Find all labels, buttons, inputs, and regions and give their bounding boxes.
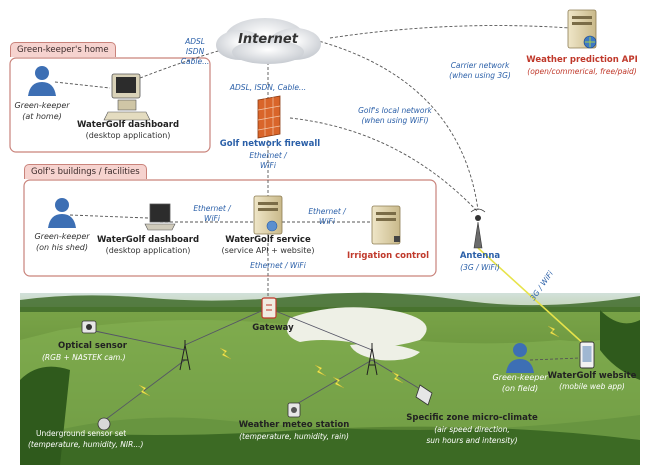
home-keeper-sub: (at home) [22,112,62,121]
wireless-bolt-icon [138,325,560,397]
sensor-icon [415,384,433,406]
server-icon [371,205,401,245]
person-icon [506,343,534,373]
gateway-link-label: Ethernet / WiFi [250,261,306,270]
person-icon [48,198,76,228]
home-panel-title: Green-keeper's home [10,42,116,57]
meteo-station-title: Weather meteo station [238,420,350,430]
firewall-title: Golf network firewall [219,139,321,149]
micro-climate-sub1: (air speed direction, [434,425,510,434]
sensor-icon [81,320,97,334]
optical-sensor-title: Optical sensor [58,341,127,351]
smartphone-icon [579,341,595,369]
internet-label: Internet [238,32,298,47]
radio-tower-icon [179,340,191,371]
buildings-panel [23,179,437,277]
server-icon [253,195,283,235]
underground-sensor-line2: (temperature, humidity, NIR...) [28,440,144,449]
field-links [89,307,426,421]
shed-dashboard-sub: (desktop application) [105,246,191,255]
sensor-icon [97,417,111,431]
firewall-sub2: WiFi [260,161,276,170]
home-dashboard-title: WaterGolf dashboard [76,120,180,130]
shed-keeper-name: Green-keeper [34,232,90,241]
carrier-network-line2: (when using 3G) [449,71,511,80]
antenna-icon [470,208,486,249]
home-link-isdn: ISDN [185,47,205,56]
firewall-link-label: ADSL, ISDN, Cable... [229,83,307,92]
field-keeper-name: Green-keeper [492,373,548,382]
home-dashboard-sub: (desktop application) [85,131,171,140]
website-sub: (mobile web app) [559,382,625,391]
underground-sensor-line1: Underground sensor set [36,429,127,438]
firewall-icon [257,95,281,139]
cloud-icon [216,18,321,64]
home-keeper-name: Green-keeper [14,101,70,110]
shed-link-line2: WiFi [204,214,220,223]
micro-climate-title: Specific zone micro-climate [406,413,538,423]
golf-course-background [20,292,640,465]
irrigation-control-label: Irrigation control [346,251,430,261]
shed-keeper-sub: (on his shed) [36,243,88,252]
micro-climate-sub2: sun hours and intensity) [426,436,518,445]
shed-link-line1: Ethernet / [193,204,231,213]
gateway-icon [261,297,277,319]
carrier-network-line1: Carrier network [450,61,510,70]
meteo-station-sub: (temperature, humidity, rain) [239,432,349,441]
radio-tower-icon [366,343,378,376]
local-network-line2: (when using WiFi) [361,116,429,125]
sensor-icon [287,402,301,418]
antenna-title: Antenna [459,251,501,261]
service-sub: (service API + website) [221,246,315,255]
irrigation-link-line1: Ethernet / [308,207,346,216]
firewall-sub1: Ethernet / [249,151,287,160]
antenna-sub: (3G / WiFi) [460,263,500,272]
optical-sensor-sub: (RGB + NASTEK cam.) [42,353,126,362]
service-title: WaterGolf service [225,235,311,245]
website-title: WaterGolf website [547,371,637,381]
buildings-panel-title: Golf's buildings / facilities [24,164,147,179]
home-link-cable: Cable... [180,57,210,66]
person-icon [28,66,56,96]
local-network-line1: Golf's local network [358,106,432,115]
irrigation-link-line2: WiFi [319,217,335,226]
weather-api-sub: (open/commerical, free/paid) [527,67,637,76]
home-link-adsl: ADSL [185,37,205,46]
wireless-link-3g [477,247,586,346]
field-keeper-sub: (on field) [501,384,539,393]
shed-dashboard-title: WaterGolf dashboard [96,235,200,245]
weather-api-title: Weather prediction API [526,55,638,65]
laptop-icon [144,203,176,231]
home-panel [9,57,211,153]
server-icon [567,9,597,49]
gateway-label: Gateway [252,323,294,333]
desktop-computer-icon [103,73,151,121]
